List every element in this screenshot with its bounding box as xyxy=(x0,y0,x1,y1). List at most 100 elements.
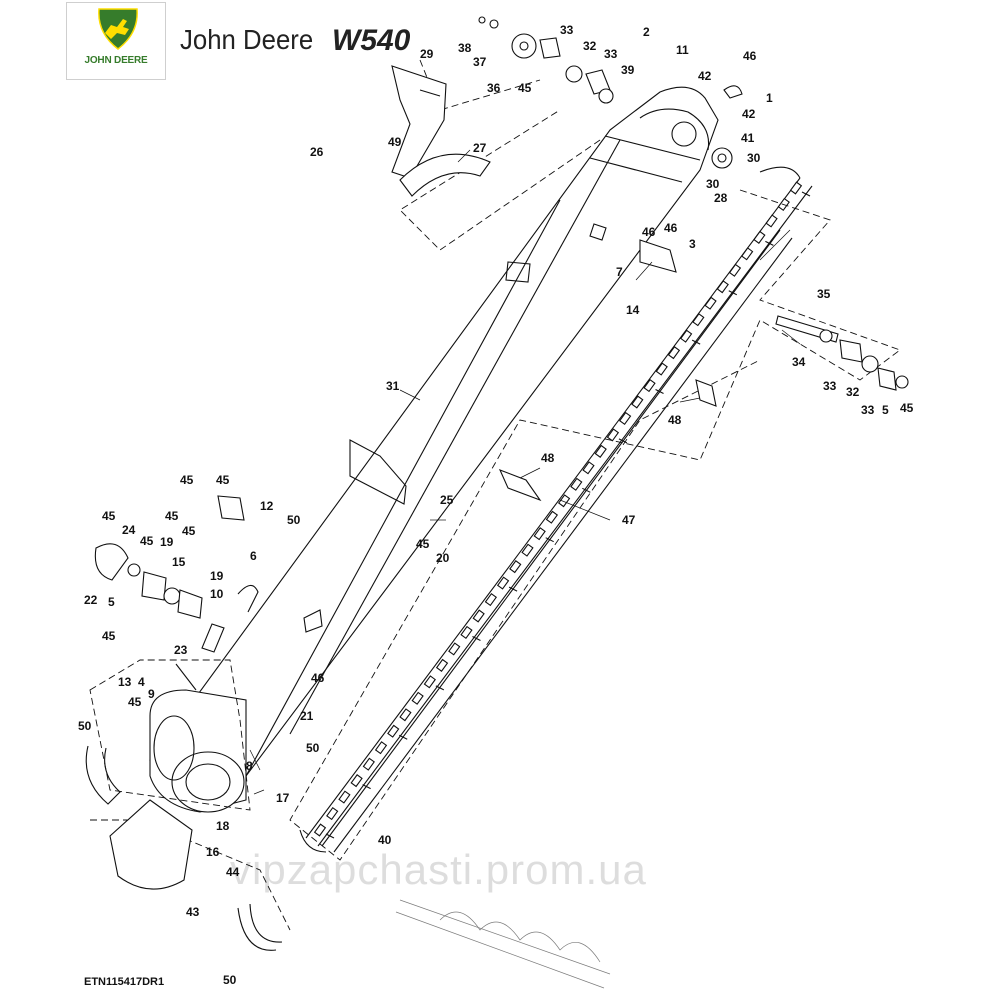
chain-link xyxy=(765,214,778,228)
callout-6: 6 xyxy=(250,549,257,563)
chain-link xyxy=(509,560,522,574)
callout-48: 48 xyxy=(668,413,682,427)
chain-link xyxy=(594,444,607,458)
callout-45: 45 xyxy=(128,695,142,709)
callout-49: 49 xyxy=(388,135,402,149)
chain-link xyxy=(350,774,363,788)
chain-link xyxy=(484,592,498,607)
chain-flight xyxy=(545,537,554,543)
callout-45: 45 xyxy=(180,473,194,487)
chain-link xyxy=(326,806,339,821)
chain-link xyxy=(570,477,583,491)
callout-45: 45 xyxy=(165,509,179,523)
chain-link xyxy=(448,642,461,656)
callout-46: 46 xyxy=(642,225,656,239)
callout-47: 47 xyxy=(622,513,636,527)
callout-37: 37 xyxy=(473,55,487,69)
callout-45: 45 xyxy=(416,537,430,551)
chain-flight xyxy=(618,438,628,444)
callout-40: 40 xyxy=(378,833,392,847)
callout-2: 2 xyxy=(643,25,650,39)
watermark: vipzapchasti.prom.ua xyxy=(230,846,647,893)
lower-auger xyxy=(395,899,611,989)
chain-flight xyxy=(801,191,811,197)
callout-34: 34 xyxy=(792,355,806,369)
lower-housing xyxy=(149,689,247,813)
callout-15: 15 xyxy=(172,555,186,569)
callout-33: 33 xyxy=(823,379,837,393)
callout-10: 10 xyxy=(210,587,224,601)
right-shaft-parts xyxy=(775,315,909,391)
chain-link xyxy=(313,823,327,837)
chain-link xyxy=(411,691,424,705)
callout-22: 22 xyxy=(84,593,98,607)
drawing-code: ETN115417DR1 xyxy=(84,976,165,988)
callout-26: 26 xyxy=(310,145,324,159)
callout-7: 7 xyxy=(616,265,623,279)
callout-4: 4 xyxy=(138,675,145,689)
chain-link xyxy=(680,329,693,343)
callout-33: 33 xyxy=(560,23,574,37)
model-title: W540 xyxy=(332,24,411,57)
chain-link xyxy=(582,461,595,475)
deer-emblem-icon xyxy=(98,8,138,50)
chain-flight xyxy=(508,586,518,592)
chain-flight xyxy=(655,389,664,395)
callout-46: 46 xyxy=(743,49,757,63)
leader-lines xyxy=(249,149,801,795)
callout-44: 44 xyxy=(226,865,240,879)
chain-link xyxy=(741,247,754,261)
chain-link xyxy=(606,428,620,442)
brand-title: John Deere xyxy=(180,24,314,55)
callout-38: 38 xyxy=(458,41,472,55)
callout-45: 45 xyxy=(518,81,532,95)
callout-19: 19 xyxy=(160,535,174,549)
callout-50: 50 xyxy=(306,741,320,755)
callout-30: 30 xyxy=(706,177,720,191)
chain-link xyxy=(460,625,473,640)
chain-link xyxy=(496,576,510,590)
callout-36: 36 xyxy=(487,81,501,95)
chain-flight xyxy=(325,833,335,839)
chain-flight xyxy=(582,487,591,493)
callout-17: 17 xyxy=(276,791,290,805)
callout-42: 42 xyxy=(698,69,712,83)
callout-33: 33 xyxy=(861,403,875,417)
callout-43: 43 xyxy=(186,905,200,919)
callout-3: 3 xyxy=(689,237,696,251)
callout-20: 20 xyxy=(436,551,450,565)
chain-link xyxy=(618,411,632,426)
chain-flight xyxy=(435,685,445,691)
callout-1: 1 xyxy=(766,91,773,105)
callout-27: 27 xyxy=(473,141,487,155)
callout-25: 25 xyxy=(440,493,454,507)
callout-32: 32 xyxy=(583,39,597,53)
callout-35: 35 xyxy=(817,287,831,301)
callout-45: 45 xyxy=(140,534,154,548)
chain-flight xyxy=(728,290,738,296)
chain-link xyxy=(716,280,729,294)
callout-45: 45 xyxy=(216,473,230,487)
left-side-parts xyxy=(94,495,259,691)
chain-flight xyxy=(691,339,701,345)
callout-19: 19 xyxy=(210,569,224,583)
chain-link xyxy=(545,510,559,524)
callout-28: 28 xyxy=(714,191,728,205)
callout-39: 39 xyxy=(621,63,635,77)
logo-brand-text: JOHN DEERE xyxy=(84,55,148,66)
callout-32: 32 xyxy=(846,385,860,399)
callout-16: 16 xyxy=(206,845,220,859)
callout-31: 31 xyxy=(386,379,400,393)
chain-link xyxy=(423,675,436,689)
callout-45: 45 xyxy=(182,524,196,538)
callout-45: 45 xyxy=(102,629,116,643)
chain-link xyxy=(655,362,668,376)
callout-5: 5 xyxy=(108,595,115,609)
upper-bracket xyxy=(391,65,491,197)
callout-21: 21 xyxy=(300,709,314,723)
callout-29: 29 xyxy=(420,47,434,61)
chain-link xyxy=(789,181,803,195)
callout-30: 30 xyxy=(747,151,761,165)
callout-33: 33 xyxy=(604,47,618,61)
